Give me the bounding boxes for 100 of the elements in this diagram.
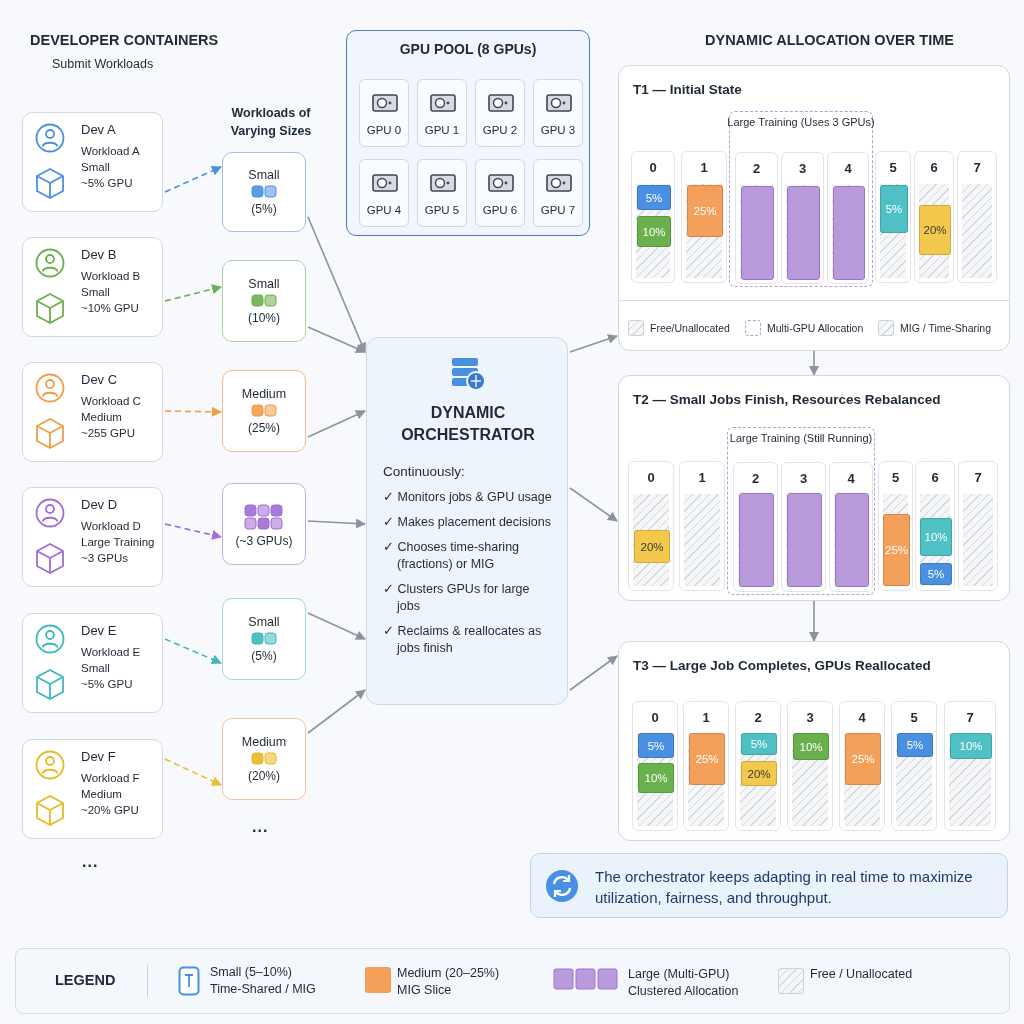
allocation-block xyxy=(787,186,820,280)
check-item: ✓ Makes placement decisions xyxy=(383,514,553,531)
gpu-card xyxy=(475,79,525,147)
column-number: 1 xyxy=(699,160,709,175)
arrow xyxy=(164,166,222,193)
gpu-column xyxy=(827,152,869,284)
gpu-card xyxy=(417,79,467,147)
size-label: Medium xyxy=(241,387,287,401)
gpu-column xyxy=(632,701,678,831)
segment-label: 5% xyxy=(885,203,903,215)
column-number: 2 xyxy=(750,471,761,486)
segment-label: 20% xyxy=(640,540,664,553)
multi-gpu-group xyxy=(727,427,875,595)
legend-label: Medium (20–25%) MIG Slice xyxy=(397,965,501,999)
workload-card xyxy=(222,152,306,232)
arrow xyxy=(307,612,366,640)
gpu-card xyxy=(475,159,525,227)
arrow xyxy=(569,487,618,522)
arrow xyxy=(569,334,618,353)
segment-label: 10% xyxy=(799,740,823,753)
allocation-segment xyxy=(741,761,777,786)
segment-label: 10% xyxy=(959,740,983,752)
arrow xyxy=(307,518,366,529)
panel-heading: T2 — Small Jobs Finish, Resources Rebalanced xyxy=(633,392,941,407)
allocation-segment xyxy=(950,733,992,759)
size-label: Small xyxy=(248,168,280,182)
segment-label: 5% xyxy=(906,739,924,751)
gpu-card xyxy=(359,159,409,227)
card-title: Dev B xyxy=(81,247,118,262)
arrow xyxy=(307,216,367,353)
allocation-block xyxy=(787,493,822,587)
card-text: Medium xyxy=(81,410,123,425)
segment-label: 20% xyxy=(923,224,947,236)
card-text: ~5% GPU xyxy=(81,677,134,692)
size-label: Small xyxy=(248,277,280,291)
gpu-card xyxy=(359,79,409,147)
check-item: ✓ Reclaims & reallocates as jobs finish xyxy=(383,623,543,657)
panel-heading: GPU POOL (8 GPUs) xyxy=(398,41,538,57)
segment-label: 25% xyxy=(851,753,875,765)
allocation-segment xyxy=(634,530,670,563)
gpu-label: GPU 3 xyxy=(539,124,577,136)
column-number: 0 xyxy=(646,470,656,485)
segment-label: 5% xyxy=(750,738,768,750)
column-number: 6 xyxy=(929,160,939,175)
check-item: ✓ Chooses time-sharing (fractions) or MIG xyxy=(383,539,521,573)
card-text: Workload C xyxy=(81,394,142,409)
ellipsis: ... xyxy=(252,818,269,836)
legend-label: Free / Unallocated xyxy=(810,966,914,983)
workload-card xyxy=(222,598,306,680)
gpu-column xyxy=(628,461,674,591)
allocation-segment xyxy=(638,763,674,793)
allocation-segment xyxy=(741,733,777,755)
column-number: 7 xyxy=(972,160,982,175)
column-number: 7 xyxy=(973,470,983,485)
panel-heading: T3 — Large Job Completes, GPUs Reallocated xyxy=(633,658,931,673)
info-text: The orchestrator keeps adapting in real time to maximize utilization, fairness, and throughput. xyxy=(595,867,974,908)
column-number: 5 xyxy=(909,710,919,725)
card-text: ~20% GPU xyxy=(81,803,140,818)
column-number: 4 xyxy=(846,471,856,486)
gpu-column xyxy=(875,151,911,283)
allocation-segment xyxy=(897,733,933,757)
gpu-label: GPU 2 xyxy=(481,124,519,136)
timeline-panel xyxy=(618,641,1010,841)
gpu-column xyxy=(957,151,997,283)
check-item: ✓ Clusters GPUs for large jobs xyxy=(383,581,531,615)
card-text: Workload A xyxy=(81,144,141,159)
gpu-label: GPU 7 xyxy=(539,204,577,216)
column-number: 1 xyxy=(697,470,707,485)
column-number: 5 xyxy=(890,470,901,485)
column-heading: Workloads of Varying Sizes xyxy=(229,105,313,140)
size-label: Medium xyxy=(241,735,287,749)
gpu-label: GPU 5 xyxy=(423,204,461,216)
arrow xyxy=(164,638,222,665)
column-number: 5 xyxy=(888,160,898,175)
segment-label: 25% xyxy=(695,753,719,765)
allocation-block xyxy=(739,493,774,587)
allocation-block xyxy=(741,186,774,280)
segment-label: 10% xyxy=(644,772,668,784)
column-number: 1 xyxy=(701,710,711,725)
card-text: ~3 GPUs xyxy=(81,551,129,566)
workload-card xyxy=(222,483,306,565)
allocation-block xyxy=(833,186,865,280)
allocation-segment xyxy=(880,185,908,233)
allocation-segment xyxy=(920,518,952,556)
card-text: Small xyxy=(81,160,111,175)
gpu-column xyxy=(839,701,885,831)
size-label: Small xyxy=(248,615,280,629)
orchestrator-panel xyxy=(366,337,568,705)
developer-card xyxy=(22,487,163,587)
column-number: 4 xyxy=(843,161,853,176)
workload-card xyxy=(222,718,306,800)
workload-card xyxy=(222,370,306,452)
gpu-label: GPU 1 xyxy=(423,124,461,136)
gpu-column xyxy=(914,151,954,283)
legend-label: Large (Multi-GPU) Clustered Allocation xyxy=(628,966,740,1000)
segment-label: 10% xyxy=(642,225,666,238)
card-text: ~5% GPU xyxy=(81,176,134,191)
segment-label: 20% xyxy=(747,767,771,780)
legend-label: Small (5–10%) Time-Shared / MIG xyxy=(210,964,317,998)
column-number: 3 xyxy=(805,710,815,725)
